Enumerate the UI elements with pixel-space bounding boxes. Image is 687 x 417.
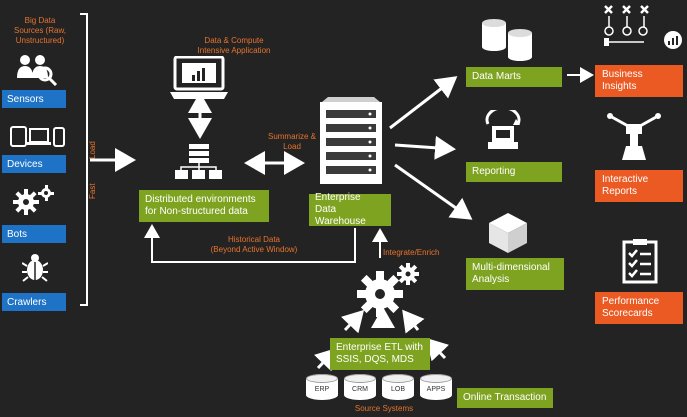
source-system-erp: ERP [306,374,338,400]
sources-item-devices: Devices [2,155,66,173]
online-transaction-box: Online Transaction [457,388,553,408]
integrate-enrich-label: Integrate/Enrich [383,248,440,257]
sources-item-sensors: Sensors [2,90,66,108]
laptop-chart-icon [170,56,228,99]
compute-caption: Data & Compute Intensive Application [197,36,271,55]
enterprise-etl-box: Enterprise ETL with SSIS, DQS, MDS [330,338,430,370]
robot-arm-icon [607,113,661,160]
source-system-apps: APPS [420,374,452,400]
summarize-load-label: Summarize & Load [267,132,316,151]
sources-item-bots: Bots [2,225,66,243]
enterprise-data-warehouse-box: Enterprise Data Warehouse [309,192,391,227]
reporting-icon [485,110,521,149]
insight-performance-scorecards: Performance Scorecards [595,292,683,324]
source-system-crm: CRM [344,374,376,400]
distributed-environments-box: Distributed environments for Non-structu… [139,190,269,222]
server-network-icon [175,144,222,179]
gears-icon [13,185,54,215]
source-systems-caption: Source Systems [354,404,414,413]
insight-business-insights: Business Insights [595,65,683,97]
source-system-lob: LOB [382,374,414,400]
fast-label: Fast [88,183,97,199]
database-icon [482,19,532,61]
sources-caption: Big Data Sources (Raw, Unstructured) [13,16,67,45]
checklist-icon [622,239,658,284]
output-reporting: Reporting [466,162,562,182]
data-warehouse-rack-icon [320,97,382,184]
load-label: Load [88,141,97,159]
sensor-people-icon [17,55,58,86]
devices-icon [10,126,65,147]
etl-gears-icon [357,263,419,317]
output-data-marts: Data Marts [466,67,562,87]
sources-item-crawlers: Crawlers [2,293,66,311]
bug-icon [22,254,48,282]
strategy-icon [604,5,682,49]
output-multidimensional-analysis: Multi-dimensional Analysis [466,258,564,290]
cube-icon [489,213,527,253]
insight-interactive-reports: Interactive Reports [595,170,683,202]
historical-data-label: Historical Data (Beyond Active Window) [210,235,298,254]
